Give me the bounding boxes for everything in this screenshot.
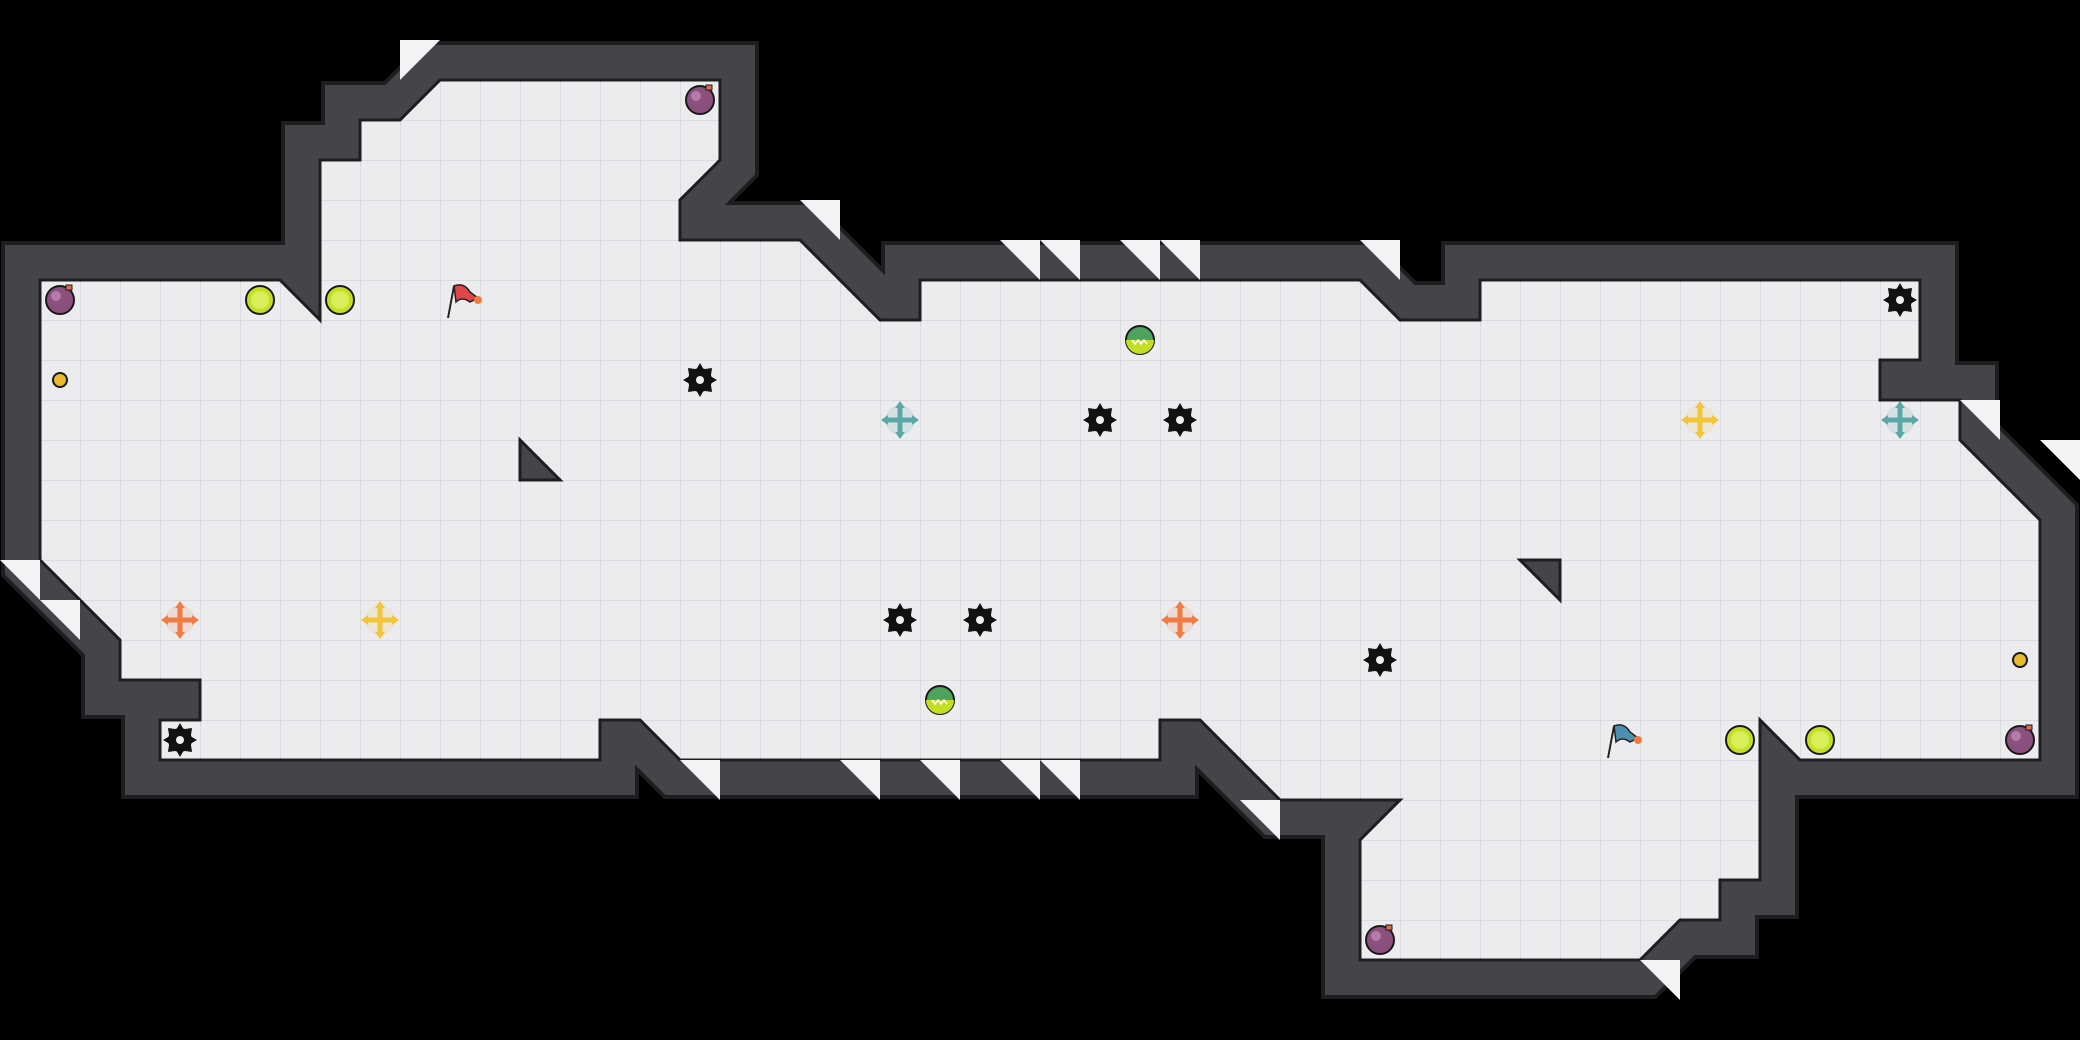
saw-icon [883,603,917,637]
ramp-14 [1000,760,1040,800]
flag-icon [447,284,482,319]
level-items [45,84,2035,955]
saw-icon [683,363,717,397]
ramp-2 [1000,240,1040,280]
floor-tiles [38,78,2042,962]
ramp-6 [1360,240,1400,280]
ramp-12 [840,760,880,800]
bomb-icon [2005,724,2035,755]
move-cross-icon [1161,601,1199,639]
saw-icon [1163,403,1197,437]
ramp-16 [1240,800,1280,840]
level-ramps [0,40,2080,1000]
move-cross-icon [361,601,399,639]
move-cross-icon [161,601,199,639]
orb-icon [325,285,355,315]
orb-icon [1725,725,1755,755]
move-cross-icon [1681,401,1719,439]
bomb-icon [1365,924,1395,955]
orb-icon [245,285,275,315]
coin-icon [2012,652,2028,668]
ramp-17 [1640,960,1680,1000]
bomb-icon [685,84,715,115]
ramp-9 [0,560,40,600]
ramp-7 [1960,400,2000,440]
shell-icon [1125,325,1155,355]
ramp-5 [1160,240,1200,280]
saw-icon [1363,643,1397,677]
ramp-10 [40,600,80,640]
ramp-0 [400,40,440,80]
level-floor [38,78,2042,962]
saw-icon [963,603,997,637]
coin-icon [52,372,68,388]
wedge-1 [518,436,564,482]
ramp-1 [800,200,840,240]
move-cross-icon [881,401,919,439]
saw-icon [163,723,197,757]
ramp-4 [1120,240,1160,280]
saw-icon [1883,283,1917,317]
ramp-13 [920,760,960,800]
bomb-icon [45,284,75,315]
flag-icon [1607,724,1642,759]
ramp-15 [1040,760,1080,800]
move-cross-icon [1881,401,1919,439]
shell-icon [925,685,955,715]
ramp-8 [2040,440,2080,480]
saw-icon [1083,403,1117,437]
wedge-2 [1516,558,1562,604]
orb-icon [1805,725,1835,755]
ramp-3 [1040,240,1080,280]
ramp-11 [680,760,720,800]
